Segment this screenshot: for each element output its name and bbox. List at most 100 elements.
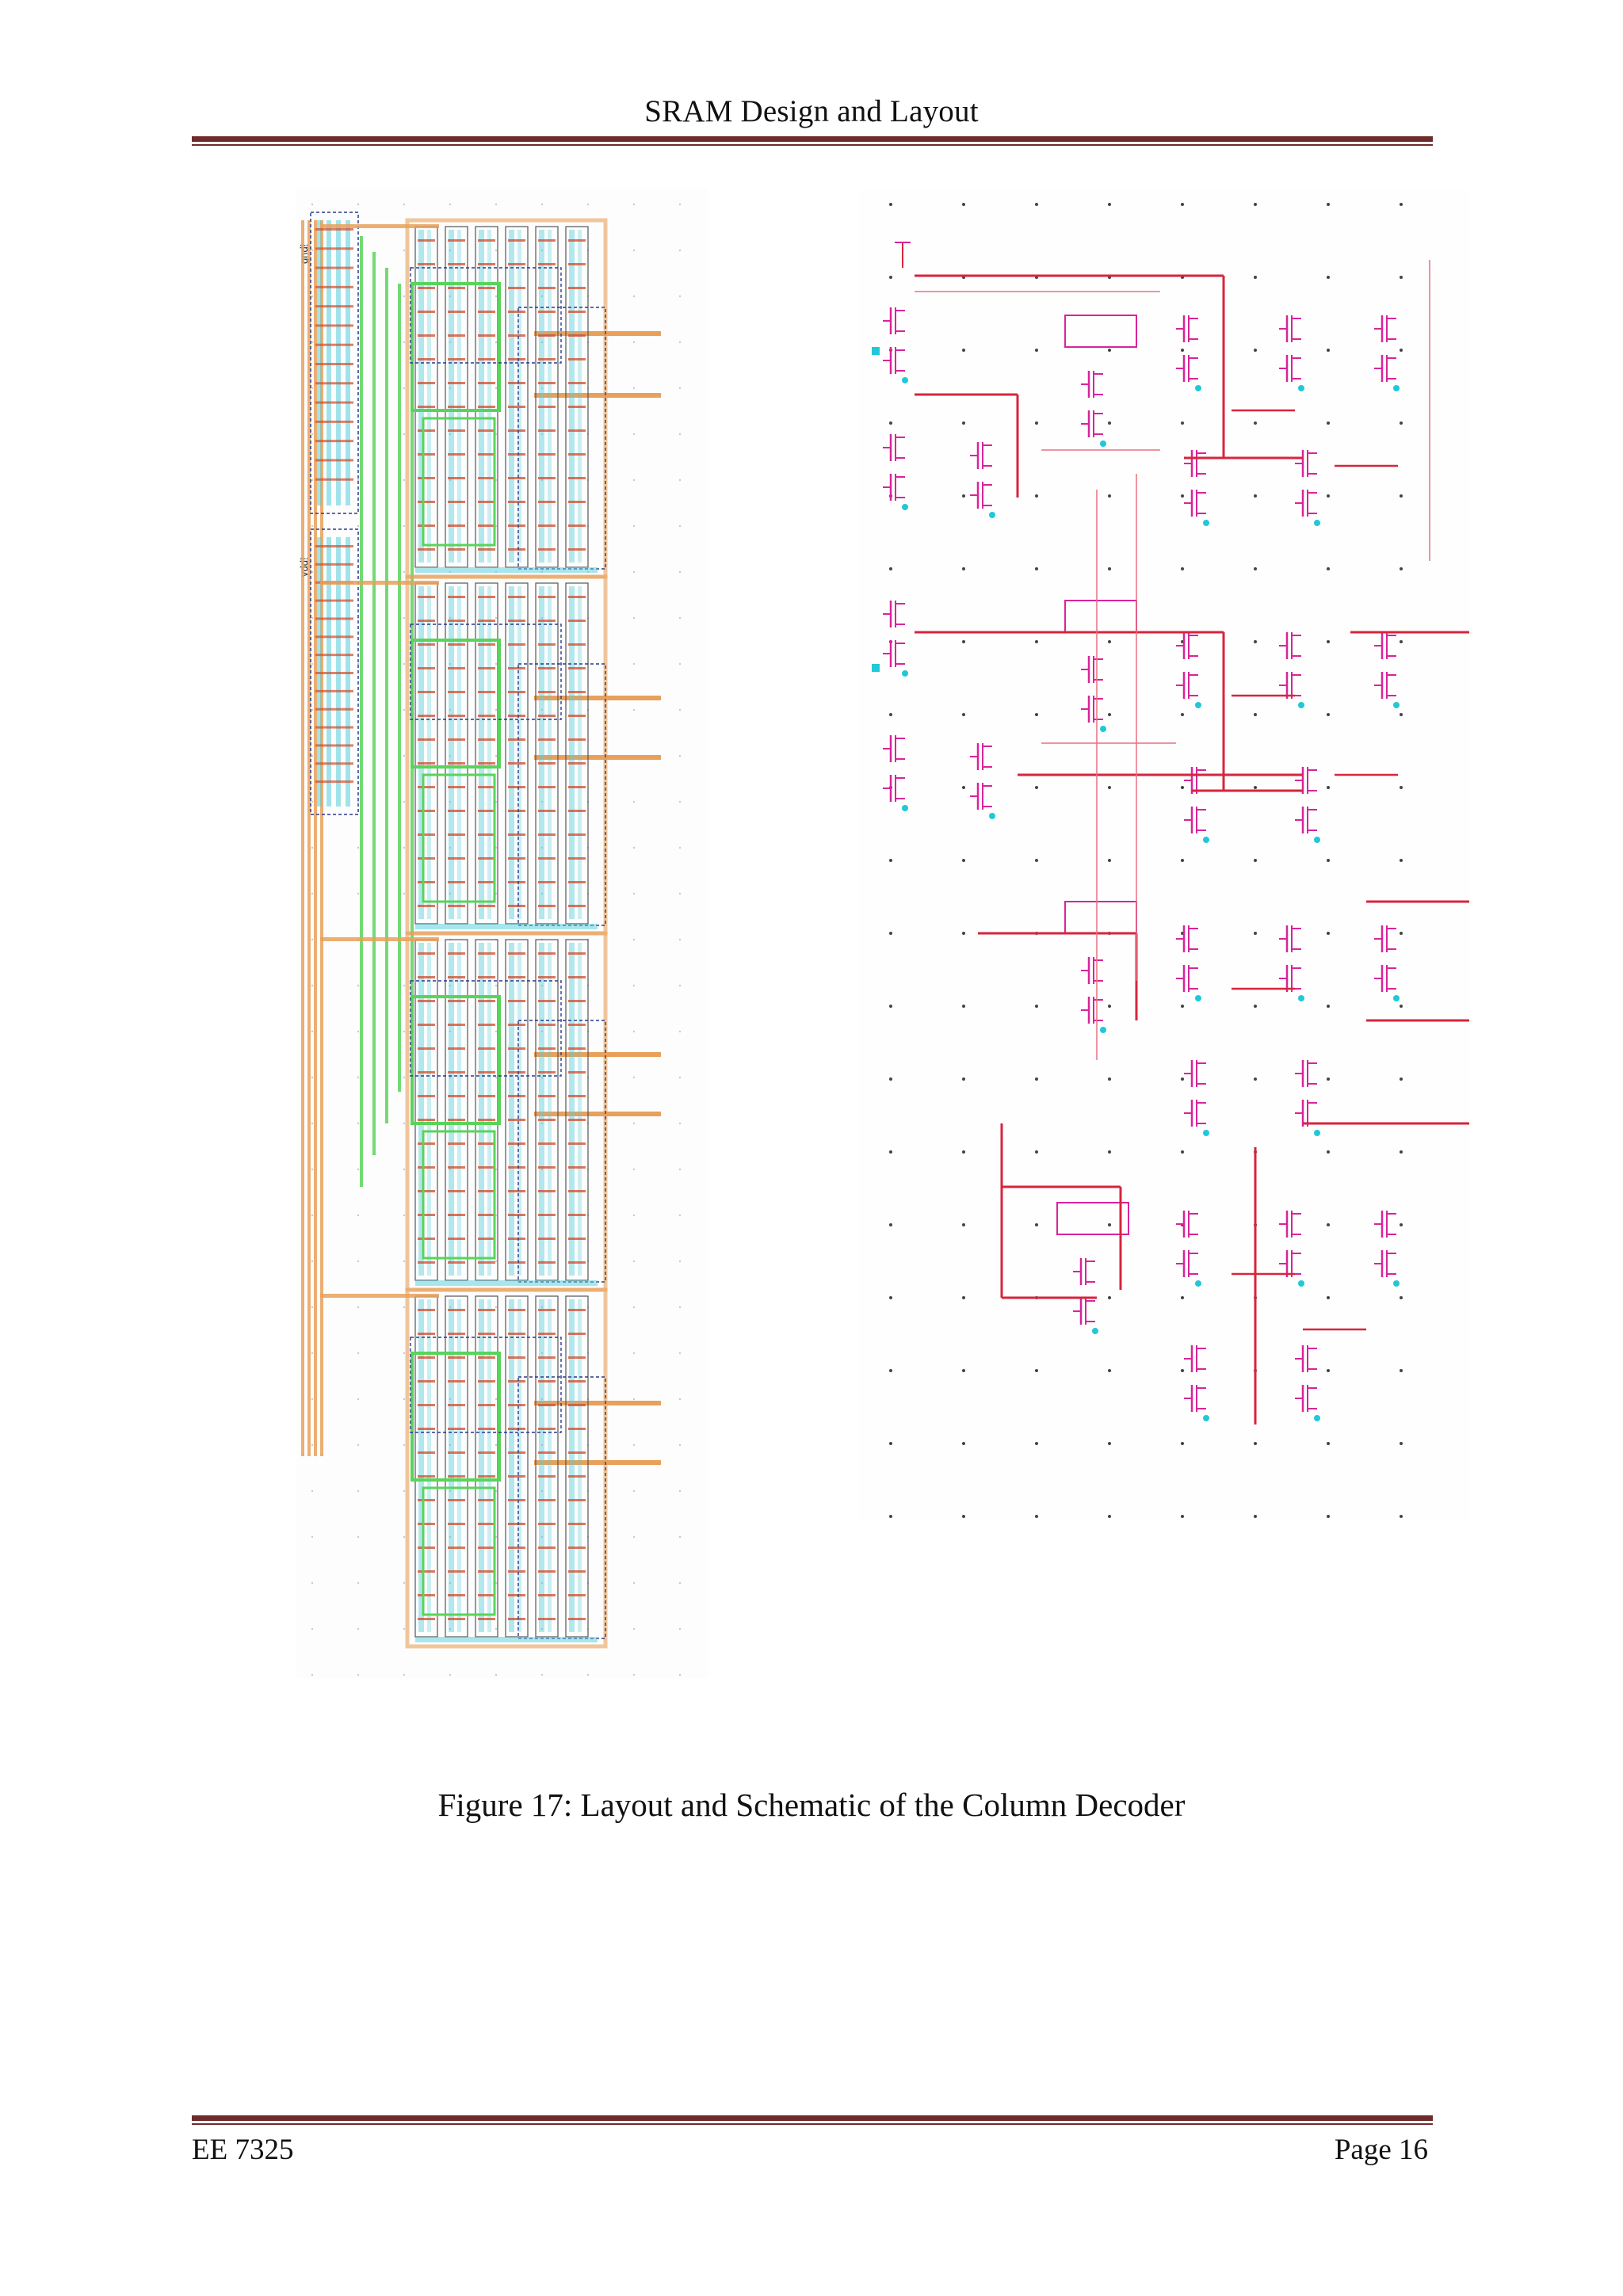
layout-grid-dot bbox=[632, 479, 636, 482]
schematic-grid-dot bbox=[1181, 859, 1184, 862]
layout-grid-dot bbox=[449, 708, 452, 711]
layout-diffusion bbox=[487, 1299, 491, 1632]
layout-contact bbox=[538, 1333, 556, 1335]
layout-grid-dot bbox=[632, 203, 636, 206]
layout-grid-dot bbox=[632, 1168, 636, 1171]
layout-contact bbox=[418, 881, 435, 883]
layout-grid-dot bbox=[678, 570, 682, 574]
layout-grid-dot bbox=[357, 1122, 360, 1125]
layout-grid-dot bbox=[495, 1444, 498, 1447]
layout-contact bbox=[568, 1523, 586, 1525]
layout-contact bbox=[508, 1190, 525, 1192]
layout-grid-dot bbox=[632, 433, 636, 436]
schematic-grid-dot bbox=[1327, 932, 1330, 935]
layout-grid-dot bbox=[495, 1673, 498, 1676]
layout-contact bbox=[538, 1428, 556, 1430]
layout-contact bbox=[538, 620, 556, 622]
layout-contact bbox=[418, 833, 435, 836]
layout-contact bbox=[478, 643, 495, 646]
layout-grid-dot bbox=[632, 1076, 636, 1079]
schematic-input-pin bbox=[872, 664, 880, 672]
layout-contact bbox=[448, 382, 465, 384]
schematic-grid-dot bbox=[1108, 786, 1111, 789]
schematic-grid-dot bbox=[1400, 859, 1403, 862]
layout-grid-dot bbox=[311, 938, 314, 941]
header-rule-thick bbox=[192, 136, 1433, 142]
layout-contact bbox=[508, 1071, 525, 1074]
layout-contact-row bbox=[315, 401, 353, 404]
schematic-grid-dot bbox=[1327, 203, 1330, 206]
layout-grid-dot bbox=[632, 1444, 636, 1447]
layout-contact-row bbox=[315, 305, 353, 308]
layout-nwell-box bbox=[517, 1376, 606, 1639]
layout-contact bbox=[538, 1499, 556, 1501]
schematic-grid-dot bbox=[962, 859, 965, 862]
layout-grid-dot bbox=[495, 341, 498, 344]
layout-contact bbox=[568, 334, 586, 337]
layout-grid-dot bbox=[311, 479, 314, 482]
schematic-grid-dot bbox=[889, 1296, 892, 1299]
layout-contact bbox=[538, 1594, 556, 1596]
layout-contact bbox=[568, 620, 586, 622]
schematic-gate-box bbox=[1056, 1202, 1129, 1235]
layout-diffusion bbox=[539, 230, 544, 563]
layout-diffusion bbox=[509, 586, 514, 919]
layout-contact bbox=[508, 738, 525, 741]
layout-grid-dot bbox=[357, 1444, 360, 1447]
layout-grid-dot bbox=[403, 754, 406, 757]
layout-grid-dot bbox=[449, 1398, 452, 1401]
layout-contact bbox=[568, 501, 586, 503]
layout-grid-dot bbox=[311, 341, 314, 344]
layout-diffusion bbox=[427, 586, 431, 919]
layout-contact bbox=[448, 786, 465, 788]
layout-contact bbox=[478, 1119, 495, 1121]
layout-grid-dot bbox=[449, 1076, 452, 1079]
layout-contact bbox=[478, 810, 495, 812]
layout-contact bbox=[448, 1261, 465, 1264]
schematic-grid-dot bbox=[1327, 1369, 1330, 1372]
schematic-grid-dot bbox=[1181, 421, 1184, 425]
layout-grid-dot bbox=[540, 1535, 544, 1539]
layout-grid-dot bbox=[678, 1627, 682, 1630]
layout-grid-dot bbox=[403, 1122, 406, 1125]
layout-contact bbox=[538, 1095, 556, 1097]
layout-contact bbox=[508, 1451, 525, 1454]
layout-contact bbox=[448, 1618, 465, 1620]
layout-contact bbox=[478, 905, 495, 907]
layout-grid-dot bbox=[357, 1581, 360, 1585]
layout-contact bbox=[508, 1095, 525, 1097]
layout-grid-dot bbox=[449, 295, 452, 298]
layout-contact bbox=[568, 667, 586, 669]
layout-contact bbox=[448, 1238, 465, 1240]
layout-contact bbox=[478, 1428, 495, 1430]
layout-grid-dot bbox=[449, 662, 452, 666]
layout-contact-row bbox=[315, 266, 353, 269]
schematic-grid-dot bbox=[1400, 276, 1403, 279]
layout-contact bbox=[418, 857, 435, 860]
schematic-grid-dot bbox=[1108, 421, 1111, 425]
layout-contact bbox=[568, 1047, 586, 1050]
schematic-grid-dot bbox=[1035, 567, 1038, 570]
layout-diffusion bbox=[457, 943, 461, 1276]
schematic-grid-dot bbox=[889, 1223, 892, 1226]
layout-grid-dot bbox=[403, 387, 406, 390]
footer-page-number: Page 16 bbox=[1334, 2134, 1428, 2166]
layout-contact bbox=[508, 263, 525, 265]
layout-contact bbox=[568, 762, 586, 765]
layout-contact-row bbox=[315, 707, 353, 711]
layout-contact bbox=[508, 311, 525, 313]
layout-contact-row bbox=[315, 744, 353, 747]
layout-contact bbox=[478, 334, 495, 337]
layout-contact bbox=[418, 1428, 435, 1430]
schematic-grid-dot bbox=[962, 203, 965, 206]
layout-contact bbox=[508, 857, 525, 860]
layout-grid-dot bbox=[403, 1627, 406, 1630]
layout-grid-dot bbox=[311, 846, 314, 849]
layout-contact bbox=[568, 263, 586, 265]
layout-contact bbox=[568, 1095, 586, 1097]
layout-contact bbox=[538, 358, 556, 360]
layout-contact bbox=[508, 524, 525, 527]
layout-grid-dot bbox=[357, 1398, 360, 1401]
layout-contact bbox=[478, 1618, 495, 1620]
